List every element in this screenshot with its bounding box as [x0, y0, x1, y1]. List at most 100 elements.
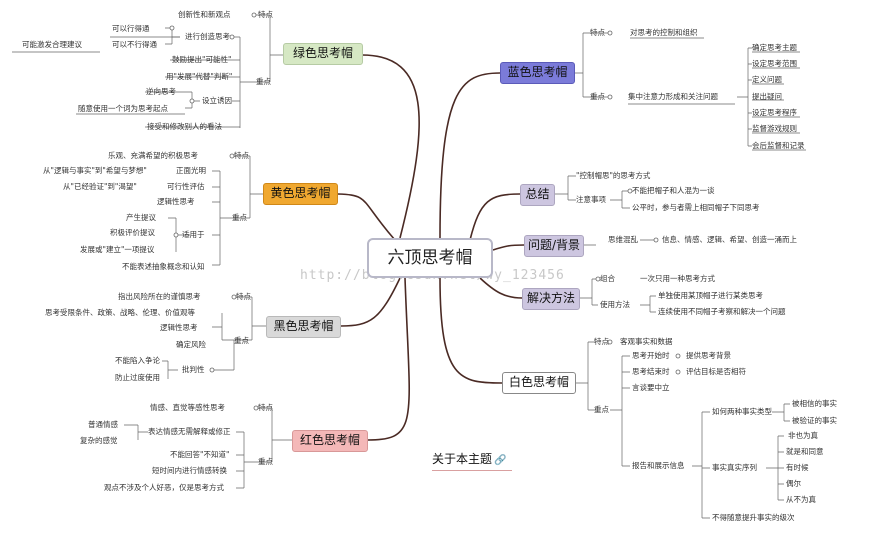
red-features-label: 特点 — [258, 403, 273, 412]
white-neutral: 言谈要中立 — [632, 383, 670, 392]
red-hat-title: 红色思考帽 — [299, 433, 360, 447]
red-not-know: 不能回答"不知道" — [170, 450, 230, 459]
summary-title: 总结 — [525, 187, 550, 201]
white-hat-node[interactable]: 白色思考帽 — [502, 372, 576, 394]
solution-method2: 连续使用不同帽子考察和解决一个问题 — [658, 307, 786, 316]
yellow-logical-thinking: 逻辑性思考 — [157, 197, 195, 206]
yellow-evaluate-positive: 积极评价提议 — [110, 228, 155, 237]
red-emotions: 表达情感无需解释或修正 — [148, 427, 231, 436]
yellow-produce-suggestion: 产生提议 — [126, 213, 156, 222]
green-replace-judgment: 用"发展"代替"判断" — [166, 72, 233, 81]
white-occasionally: 偶尔 — [786, 479, 801, 488]
yellow-no-abstract: 不能表述抽象概念和认知 — [122, 262, 205, 271]
green-set-questions: 设立诱因 — [202, 96, 232, 105]
black-features-label: 特点 — [236, 292, 251, 301]
blue-focus-label: 重点 — [590, 92, 605, 101]
black-critical-label: 批判性 — [182, 365, 205, 374]
blue-item-monitor-rules: 监督游戏规则 — [752, 124, 797, 133]
red-normal-emotion: 普通情感 — [88, 420, 118, 429]
black-conditions: 思考受限条件、政策、战略、伦理、价值观等 — [45, 308, 195, 317]
solution-combine: 一次只用一种思考方式 — [640, 274, 715, 283]
red-complex-feeling: 复杂的感觉 — [80, 436, 118, 445]
white-believed: 被相信的事实 — [792, 399, 837, 408]
white-features-label: 特点 — [594, 337, 609, 346]
solution-method-label: 使用方法 — [600, 300, 630, 309]
solution-title: 解决方法 — [526, 291, 575, 305]
green-reasonable-suggestion: 可能激发合理建议 — [22, 40, 82, 49]
solution-method1: 单独使用某顶帽子进行某类思考 — [658, 291, 763, 300]
green-focus-label: 重点 — [256, 77, 271, 86]
blue-focus: 集中注意力形成和关注问题 — [628, 92, 718, 101]
black-logical: 逻辑性思考 — [160, 323, 198, 332]
green-accept-improve: 接受和修改别人的看法 — [147, 122, 222, 131]
yellow-logic-facts: 从"逻辑与事实"到"希望与梦想" — [43, 166, 147, 175]
problem-desc: 信息、情感、逻辑、希望、创造一涌而上 — [662, 235, 797, 244]
blue-item-record: 会后监督和记录 — [752, 141, 805, 150]
green-infeasible: 可以不行得通 — [112, 40, 157, 49]
white-start: 思考开始时 — [632, 351, 670, 360]
white-not-apply-label: 不得随意提升事实的级次 — [712, 513, 795, 522]
green-features-label: 特点 — [258, 10, 273, 19]
white-focus-label: 重点 — [594, 405, 609, 414]
yellow-focus-label: 重点 — [232, 213, 247, 222]
blue-item-set-scope: 设定思考范围 — [752, 59, 797, 68]
black-features: 指出风险所在的谨慎思考 — [118, 292, 201, 301]
yellow-hat-title: 黄色思考帽 — [270, 186, 331, 200]
blue-item-set-procedure: 设定思考程序 — [752, 108, 797, 117]
white-sometimes: 有时候 — [786, 463, 809, 472]
green-hat-node[interactable]: 绿色思考帽 — [283, 43, 363, 65]
yellow-feasibility: 可行性评估 — [167, 182, 205, 191]
black-prevent-overuse: 防止过度使用 — [115, 373, 160, 382]
white-facts-types: 如何两种事实类型 — [712, 407, 772, 416]
black-hat-title: 黑色思考帽 — [273, 319, 334, 333]
white-true: 非也为真 — [788, 431, 818, 440]
red-hat-node[interactable]: 红色思考帽 — [292, 430, 368, 452]
blue-features: 对思考的控制和组织 — [630, 28, 698, 37]
green-reverse-thinking: 逆向思考 — [146, 87, 176, 96]
white-end: 思考结束时 — [632, 367, 670, 376]
summary-control: "控制帽思"的思考方式 — [576, 171, 651, 180]
central-topic[interactable]: 六顶思考帽 — [367, 238, 493, 278]
white-absolute: 就是和同意 — [786, 447, 824, 456]
white-features: 客观事实和数据 — [620, 337, 673, 346]
yellow-apply-label: 适用于 — [182, 230, 205, 239]
white-report-label: 报告和展示信息 — [632, 461, 685, 470]
red-features: 情感、直觉等感性思考 — [150, 403, 225, 412]
green-random-word: 随意使用一个词为思考起点 — [78, 104, 168, 113]
summary-node[interactable]: 总结 — [520, 184, 555, 206]
red-focus-label: 重点 — [258, 457, 273, 466]
about-topic-link[interactable]: 关于本主题🔗 — [432, 450, 512, 471]
blue-hat-title: 蓝色思考帽 — [507, 65, 568, 79]
black-focus-label: 重点 — [234, 336, 249, 345]
solution-node[interactable]: 解决方法 — [522, 288, 580, 310]
white-provide-bg: 提供思考背景 — [686, 351, 731, 360]
white-never: 从不为真 — [786, 495, 816, 504]
blue-item-define-topic: 确定思考主题 — [752, 43, 797, 52]
red-short-time: 短时间内进行情感转换 — [152, 466, 227, 475]
problem-title: 问题/背景 — [527, 238, 581, 252]
blue-item-define-problem: 定义问题 — [752, 75, 782, 84]
blue-item-raise-question: 提出疑问 — [752, 92, 782, 101]
green-feasible: 可以行得通 — [112, 24, 150, 33]
solution-combine-label: 组合 — [600, 274, 615, 283]
summary-fair: 公平时，参与者需上相同帽子下同思考 — [632, 203, 760, 212]
green-features: 创新性和新观点 — [178, 10, 231, 19]
yellow-positive: 正面光明 — [176, 166, 206, 175]
problem-node[interactable]: 问题/背景 — [524, 235, 584, 257]
yellow-hat-node[interactable]: 黄色思考帽 — [263, 183, 338, 205]
black-identify-risk: 确定风险 — [176, 340, 206, 349]
summary-attention-label: 注意事项 — [576, 195, 606, 204]
yellow-features-label: 特点 — [234, 151, 249, 160]
green-hat-title: 绿色思考帽 — [292, 46, 353, 60]
summary-not-label-people: 不能把帽子和人混为一谈 — [632, 186, 715, 195]
yellow-from-verified: 从"已经验证"到"渴望" — [63, 182, 137, 191]
white-hat-title: 白色思考帽 — [508, 375, 569, 389]
link-icon: 🔗 — [494, 455, 507, 466]
green-encourage-possibility: 鼓励提出"可能性" — [172, 55, 232, 64]
white-sequence: 事实真实序列 — [712, 463, 757, 472]
blue-hat-node[interactable]: 蓝色思考帽 — [500, 62, 575, 84]
black-hat-node[interactable]: 黑色思考帽 — [266, 316, 341, 338]
blue-features-label: 特点 — [590, 28, 605, 37]
yellow-features: 乐观、充满希望的积极思考 — [108, 151, 198, 160]
